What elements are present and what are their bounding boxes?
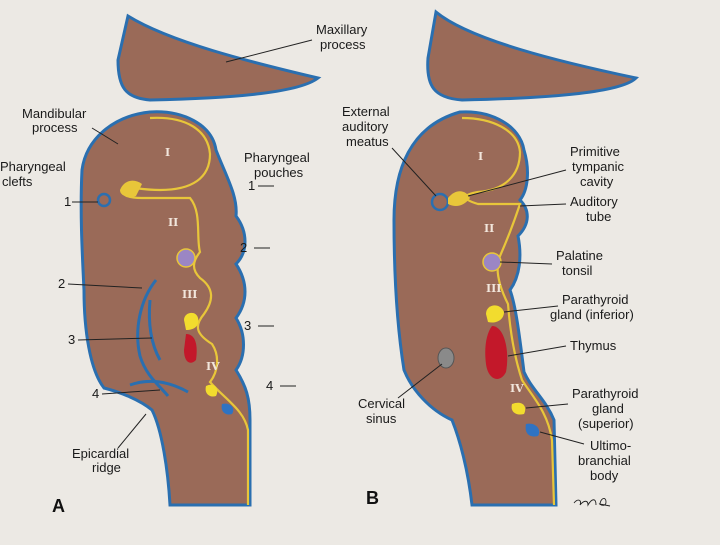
- pouch-number-2: 2: [240, 240, 247, 255]
- label-maxillary-process: Maxillary process: [316, 22, 371, 52]
- pharynx-endoderm-b: [461, 116, 556, 506]
- label-pharyngeal-pouches: Pharyngeal pouches: [244, 150, 313, 180]
- embryo-body-b: [392, 110, 558, 507]
- label-primitive-tympanic-cavity: Primitive tympanic cavity: [570, 144, 628, 189]
- cleft-number-1: 1: [64, 194, 71, 209]
- external-meatus-b: [430, 192, 450, 212]
- cleft-3-groove: [147, 299, 162, 361]
- label-epicardial-ridge: Epicardial ridge: [72, 446, 133, 475]
- pouch-1-a: [120, 180, 142, 197]
- cleft-number-4: 4: [92, 386, 99, 401]
- leader-mandibular: [91, 127, 119, 145]
- label-thymus: Thymus: [570, 338, 617, 353]
- label-parathyroid-superior: Parathyroid gland (superior): [572, 386, 642, 431]
- leader-tonsil: [499, 261, 553, 265]
- parathyroid-inferior-b: [486, 305, 504, 323]
- arch-IV-a: IV: [206, 360, 220, 373]
- arch-III-a: III: [182, 288, 197, 301]
- panel-label-a: A: [52, 496, 65, 516]
- ultimobranchial-a: [221, 403, 234, 415]
- thymus-b: [485, 326, 508, 379]
- maxillary-process-b: [426, 9, 640, 102]
- leader-cleft-2: [67, 283, 143, 289]
- panel-b: I II III IV External auditory meatus Pri…: [342, 9, 642, 508]
- leader-thymus: [507, 345, 567, 357]
- tympanic-cavity-b: [448, 191, 470, 206]
- arch-II-a: II: [168, 216, 178, 229]
- leader-cervical-sinus: [397, 363, 443, 399]
- label-pharyngeal-clefts: Pharyngeal clefts: [0, 159, 69, 189]
- parathyroid-inferior-a: [184, 312, 199, 330]
- leader-parathyroid-inferior: [503, 305, 559, 313]
- arch-III-b: III: [486, 282, 501, 295]
- maxillary-process-a: [116, 13, 322, 102]
- pharynx-endoderm-a: [121, 116, 250, 505]
- thymus-a: [184, 334, 197, 363]
- cervical-sinus-b: [437, 347, 455, 369]
- leader-meatus: [391, 147, 437, 197]
- ultimobranchial-b: [525, 423, 540, 437]
- embryo-body-a: [79, 110, 252, 507]
- arch-I-a: I: [165, 146, 170, 159]
- arch-II-b: II: [484, 222, 494, 235]
- label-cervical-sinus: Cervical sinus: [358, 396, 409, 426]
- label-ultimobranchial-body: Ultimo- branchial body: [578, 438, 635, 483]
- leader-auditory-tube: [519, 203, 567, 207]
- label-external-auditory-meatus: External auditory meatus: [342, 104, 393, 149]
- cleft-4-groove: [129, 380, 189, 394]
- cleft-number-2: 2: [58, 276, 65, 291]
- leader-cleft-4: [101, 389, 161, 395]
- label-parathyroid-inferior: Parathyroid gland (inferior): [550, 292, 634, 322]
- arch-I-b: I: [478, 150, 483, 163]
- panel-a: I II III IV Maxillary process Mandibular…: [0, 13, 371, 516]
- leader-tympanic: [467, 169, 567, 197]
- parathyroid-superior-b: [511, 402, 526, 415]
- label-auditory-tube: Auditory tube: [570, 194, 621, 224]
- leader-ultimobranchial: [539, 431, 585, 445]
- artist-signature: [573, 498, 611, 507]
- cleft-number-3: 3: [68, 332, 75, 347]
- palatine-tonsil-a: [176, 248, 196, 268]
- label-palatine-tonsil: Palatine tonsil: [556, 248, 607, 278]
- leader-parathyroid-superior: [525, 403, 569, 409]
- label-mandibular-process: Mandibular process: [22, 106, 90, 135]
- pouch-number-4: 4: [266, 378, 273, 393]
- cleft-2-groove: [136, 279, 170, 397]
- cleft-1-nub: [96, 192, 112, 208]
- leader-maxillary-a: [225, 39, 313, 63]
- leader-epicardial: [117, 413, 147, 449]
- palatine-tonsil-b: [482, 252, 502, 272]
- arch-IV-b: IV: [510, 382, 524, 395]
- panel-label-b: B: [366, 488, 379, 508]
- pouch-number-3: 3: [244, 318, 251, 333]
- leader-cleft-3: [77, 337, 153, 341]
- pouch-number-1: 1: [248, 178, 255, 193]
- parathyroid-superior-a: [205, 384, 218, 397]
